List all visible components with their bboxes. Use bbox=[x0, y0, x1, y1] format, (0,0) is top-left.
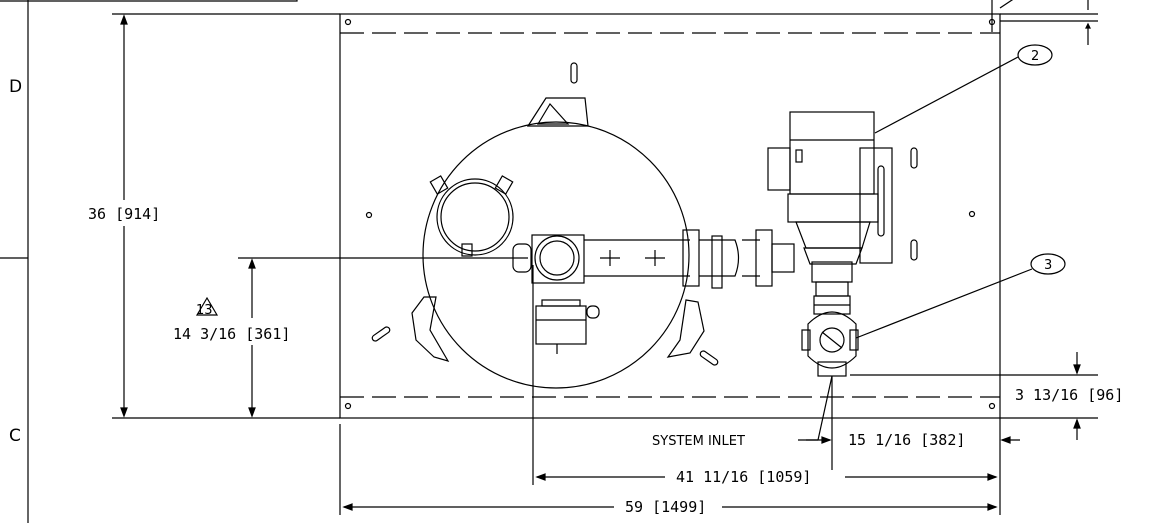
callout-number-3: 3 bbox=[1044, 258, 1052, 273]
tank-outlet-fitting bbox=[512, 234, 600, 354]
zone-label-c: C bbox=[9, 426, 21, 446]
dimension-height-text: 36 [914] bbox=[88, 205, 160, 223]
drawing-border bbox=[0, 0, 298, 523]
dimension-tank-to-inlet bbox=[532, 265, 1001, 515]
dimension-height bbox=[112, 13, 340, 419]
dimension-inlet-horizontal-offset bbox=[806, 376, 1020, 470]
pump-motor bbox=[767, 111, 893, 283]
tank bbox=[411, 97, 705, 389]
base-slots bbox=[371, 62, 918, 366]
skid-base-plate bbox=[339, 13, 1001, 419]
dimension-inlet-centerline bbox=[195, 257, 528, 418]
dimension-inlet-horizontal-offset-text: 15 1/16 [382] bbox=[848, 431, 965, 449]
dimension-inlet-vertical-offset bbox=[850, 352, 1098, 440]
zone-label-d: D bbox=[9, 77, 22, 97]
revision-flag-number: 13 bbox=[196, 303, 213, 318]
suction-pipe bbox=[584, 229, 795, 289]
corner-detail-top-right bbox=[991, 0, 1098, 45]
dimension-inlet-vertical-offset-text: 3 13/16 [96] bbox=[1015, 386, 1123, 404]
dimension-inlet-centerline-text: 14 3/16 [361] bbox=[173, 325, 290, 343]
system-inlet-leader bbox=[798, 375, 833, 441]
dimension-overall-width-text: 59 [1499] bbox=[625, 498, 706, 516]
callout-leaders bbox=[855, 56, 1033, 339]
callout-bubble-3 bbox=[1030, 253, 1066, 275]
dimension-tank-to-inlet-text: 41 11/16 [1059] bbox=[676, 468, 811, 486]
revision-triangle bbox=[195, 296, 219, 316]
inlet-valve-assembly bbox=[801, 281, 859, 377]
system-inlet-label: SYSTEM INLET bbox=[652, 434, 745, 449]
dimension-overall-width bbox=[339, 424, 998, 515]
callout-number-2: 2 bbox=[1031, 49, 1039, 64]
callout-bubble-2 bbox=[1017, 44, 1053, 66]
